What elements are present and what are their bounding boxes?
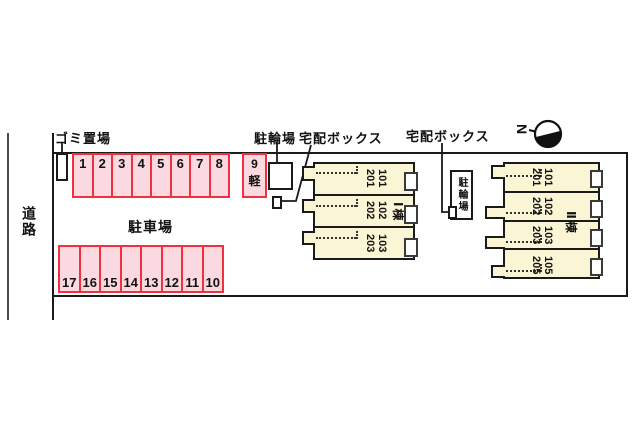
parking-row-top: 1 2 3 4 5 6 7 8 (72, 153, 230, 198)
room-number: 201 (364, 169, 377, 188)
parking-space-kei: 9 軽 (242, 153, 267, 198)
building-2-unit-4 (505, 248, 598, 277)
door-swing-line (506, 264, 542, 272)
parking-space: 10 (201, 245, 224, 293)
garbage-area-box (56, 153, 68, 181)
room-number: 102 (376, 201, 389, 220)
space-kei-number: 9 (251, 157, 258, 171)
building-2-entrance-notch (590, 258, 603, 276)
building-2-entrance-notch (590, 229, 603, 247)
building-1-entrance-notch (404, 238, 418, 257)
building-1-unit-3 (315, 226, 413, 258)
north-compass-icon: N (514, 119, 563, 149)
parking-space: 16 (78, 245, 101, 293)
building-1-unit-2-rooms: 202 102 (364, 197, 388, 224)
space-kei-suffix: 軽 (248, 173, 261, 188)
room-number: 202 (364, 201, 377, 220)
door-swing-line (316, 199, 358, 207)
room-number: 103 (376, 234, 389, 253)
parking-space: 15 (99, 245, 122, 293)
road-label: 道路 (21, 206, 37, 238)
door-swing-line (506, 235, 542, 243)
room-number: 201 (530, 167, 543, 187)
building-1-unit-2 (315, 194, 413, 226)
delivery-box-1 (272, 196, 282, 209)
door-swing-line (316, 166, 358, 174)
room-number: 205 (530, 255, 543, 275)
building-2-entrance-notch (590, 200, 603, 218)
building-1-entrance-notch (404, 172, 418, 191)
north-letter: N (514, 124, 530, 134)
parking-row-bottom: 17 16 15 14 13 12 11 10 (58, 245, 224, 293)
room-number: 101 (376, 169, 389, 188)
door-swing-line (506, 206, 542, 214)
parking-space: 12 (160, 245, 183, 293)
building-1-name: Ⅰ棟 (391, 201, 405, 223)
room-number: 202 (530, 196, 543, 216)
room-number: 101 (542, 167, 555, 187)
room-number: 103 (542, 225, 555, 245)
building-2-entrance-notch (590, 170, 603, 188)
building-1-entrance-notch (404, 205, 418, 224)
room-number: 203 (530, 225, 543, 245)
building-2-unit-3 (505, 219, 598, 249)
delivery-box-label-2: 宅配ボックス (406, 129, 490, 144)
building-1-balcony-tab (302, 199, 315, 213)
building-2-name: Ⅱ棟 (564, 211, 578, 235)
building-2-unit-2 (505, 190, 598, 220)
building-1-unit-1-rooms: 201 101 (364, 165, 388, 192)
building-2-unit-3-rooms: 203 103 (530, 222, 554, 248)
bicycle-parking-label-1: 駐輪場 (254, 131, 297, 146)
road-edge-line (7, 133, 9, 320)
site-boundary (53, 152, 628, 297)
parking-space: 8 (208, 153, 230, 198)
room-number: 105 (542, 255, 555, 275)
building-2-balcony-tab (485, 206, 505, 219)
site-boundary-left (52, 133, 54, 320)
delivery-box-2 (448, 206, 457, 219)
building-2-balcony-tab (485, 236, 505, 249)
building-1-unit-3-rooms: 203 103 (364, 230, 388, 257)
building-2-unit-1-rooms: 201 101 (530, 164, 554, 190)
building-2-balcony-tab (491, 165, 505, 179)
building-1-balcony-tab (302, 231, 315, 245)
room-number: 203 (364, 234, 377, 253)
building-2-balcony-tab (491, 265, 505, 278)
bicycle-parking-box-1 (268, 162, 293, 190)
building-1-balcony-tab (302, 166, 315, 181)
garbage-area-label: ゴミ置場 (55, 131, 112, 146)
door-swing-line (506, 169, 542, 177)
parking-lot-label: 駐車場 (128, 219, 173, 235)
door-swing-line (316, 231, 358, 239)
room-number: 102 (542, 196, 555, 216)
building-2-unit-2-rooms: 202 102 (530, 193, 554, 219)
building-2-unit-4-rooms: 205 105 (530, 252, 554, 278)
building-2 (503, 162, 600, 279)
delivery-box-label-1: 宅配ボックス (299, 131, 383, 146)
